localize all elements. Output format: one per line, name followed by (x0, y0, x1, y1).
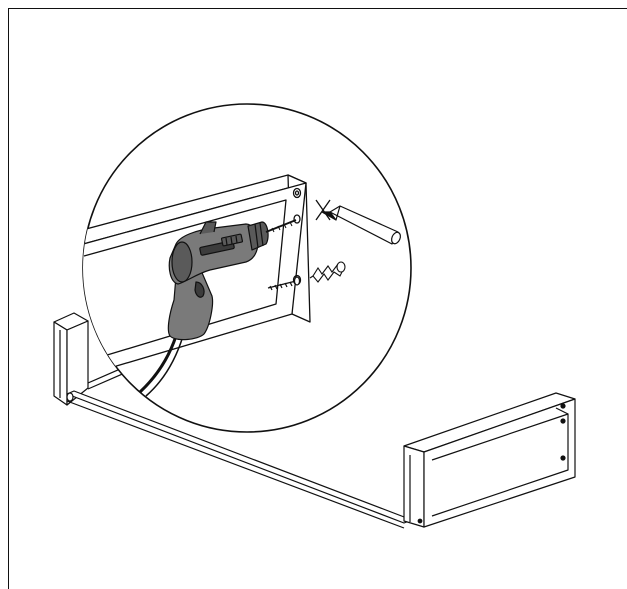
wall-plug-icon (309, 261, 346, 283)
frame-top-border (8, 8, 627, 9)
frame-left-border (8, 8, 9, 589)
magnified-detail-content (83, 174, 401, 422)
cross-mark-icon (315, 199, 331, 221)
furniture-frame (53, 312, 576, 529)
left-end-panel (53, 312, 89, 406)
electric-drill-icon (103, 219, 297, 422)
right-end-panel (403, 392, 576, 528)
screw-icon (267, 276, 301, 291)
front-rail (66, 390, 413, 529)
